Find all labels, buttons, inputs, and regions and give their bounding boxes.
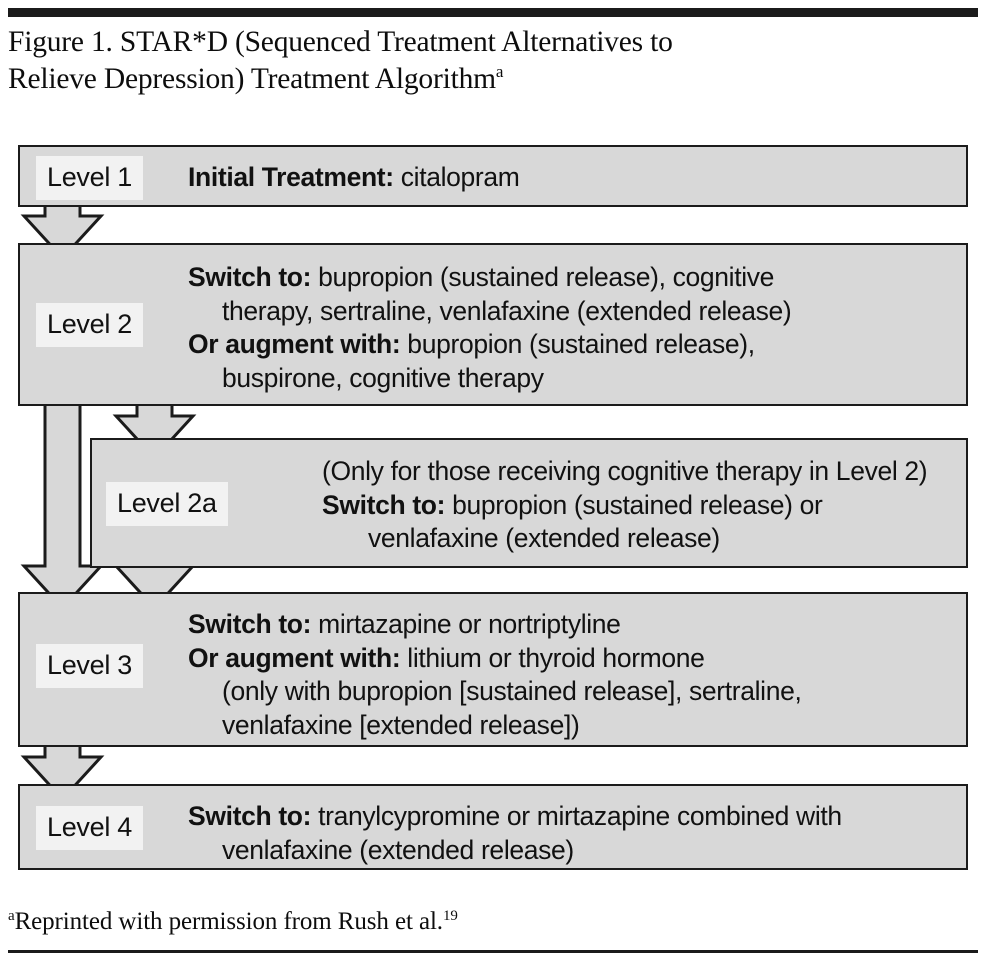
level-2-box: Level 2 Switch to: bupropion (sustained … [18, 243, 968, 406]
level-2-line-1-label: Switch to: [188, 262, 312, 292]
level-3-line-2-label: Or augment with: [188, 642, 401, 673]
level-1-tag: Level 1 [36, 156, 143, 200]
level-2a-tag: Level 2a [106, 482, 228, 526]
level-2a-line-2-label: Switch to: [322, 489, 446, 520]
level-2-line-1: Switch to: bupropion (sustained release)… [188, 261, 791, 295]
level-2-line-4: buspirone, cognitive therapy [222, 362, 544, 393]
level-2-line-1-text: bupropion (sustained release), cognitive [311, 262, 775, 292]
level-3-line-4: venlafaxine [extended release]) [222, 709, 580, 740]
level-2-tag: Level 2 [36, 303, 143, 347]
figure-title-footnote-marker: a [495, 62, 504, 81]
level-3-line-2: Or augment with: lithium or thyroid horm… [188, 642, 802, 676]
level-4-line-1-label: Switch to: [188, 801, 312, 831]
level-1-line-1: Initial Treatment: citalopram [188, 161, 520, 195]
level-4-box: Level 4 Switch to: tranylcypromine or mi… [18, 784, 968, 870]
footnote-reference: 19 [442, 908, 458, 924]
level-2-line-3: Or augment with: bupropion (sustained re… [188, 328, 791, 362]
level-2-line-2: therapy, sertraline, venlafaxine (extend… [222, 295, 792, 326]
level-2-line-3-label: Or augment with: [188, 329, 401, 359]
level-3-body: Switch to: mirtazapine or nortriptyline … [188, 608, 802, 742]
level-3-line-1-label: Switch to: [188, 609, 312, 639]
level-3-line-2-text: lithium or thyroid hormone [400, 642, 705, 673]
level-2-body: Switch to: bupropion (sustained release)… [188, 261, 792, 395]
figure-footnote: aReprinted with permission from Rush et … [8, 906, 968, 937]
level-4-line-2: venlafaxine (extended release) [222, 834, 574, 865]
level-4-tag: Level 4 [36, 806, 143, 850]
footnote-marker: a [8, 908, 15, 924]
figure-title: Figure 1. STAR*D (Sequenced Treatment Al… [8, 24, 948, 98]
level-2a-line-1: (Only for those receiving cognitive ther… [322, 456, 928, 486]
level-4-body: Switch to: tranylcypromine or mirtazapin… [188, 800, 842, 867]
level-1-line-1-text: citalopram [393, 162, 520, 192]
level-2a-line-2-text: bupropion (sustained release) or [445, 489, 823, 520]
level-1-box: Level 1 Initial Treatment: citalopram [18, 145, 968, 207]
level-1-line-1-label: Initial Treatment: [188, 162, 394, 192]
level-1-body: Initial Treatment: citalopram [188, 161, 520, 195]
footnote-text: Reprinted with permission from Rush et a… [14, 908, 443, 935]
level-4-line-1: Switch to: tranylcypromine or mirtazapin… [188, 800, 842, 834]
top-rule-divider [8, 8, 978, 17]
level-2-line-3-text: bupropion (sustained release), [400, 329, 755, 359]
level-2a-line-2: Switch to: bupropion (sustained release)… [322, 489, 927, 523]
bottom-rule-divider [8, 950, 978, 953]
level-2a-box: Level 2a (Only for those receiving cogni… [90, 438, 968, 568]
level-3-line-1: Switch to: mirtazapine or nortriptyline [188, 608, 802, 642]
level-3-box: Level 3 Switch to: mirtazapine or nortri… [18, 592, 968, 747]
level-4-line-1-text: tranylcypromine or mirtazapine combined … [311, 801, 842, 831]
level-3-line-1-text: mirtazapine or nortriptyline [311, 609, 621, 639]
level-3-line-3: (only with bupropion [sustained release]… [222, 676, 802, 706]
level-3-tag: Level 3 [36, 644, 143, 688]
figure-title-line-2: Relieve Depression) Treatment Algorithm [8, 63, 496, 95]
figure-title-line-1: Figure 1. STAR*D (Sequenced Treatment Al… [8, 26, 673, 58]
level-2a-line-3: venlafaxine (extended release) [368, 523, 720, 553]
level-2a-body: (Only for those receiving cognitive ther… [322, 455, 928, 556]
